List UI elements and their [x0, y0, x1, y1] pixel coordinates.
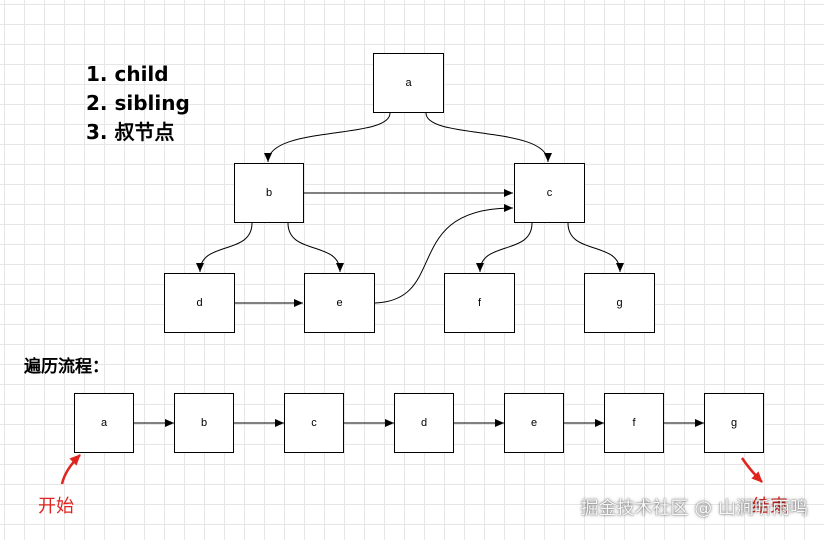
- seq-node-3-label: c: [311, 417, 317, 429]
- seq-node-3: c: [284, 393, 344, 453]
- seq-node-6: f: [604, 393, 664, 453]
- tree-node-e-label: e: [336, 297, 343, 309]
- seq-node-4-label: d: [420, 417, 428, 429]
- edge-c-f: [476, 222, 533, 273]
- edge-e-c: [374, 204, 514, 304]
- edge-b-d: [196, 222, 253, 273]
- watermark: 掘金技术社区 @ 山涧听雨鸣: [580, 498, 808, 519]
- seq-node-4: d: [394, 393, 454, 453]
- tree-node-g: g: [584, 273, 655, 333]
- edge-a-b: [264, 112, 391, 163]
- start-label: 开始: [38, 496, 74, 517]
- seq-node-5-label: e: [530, 417, 538, 429]
- tree-node-e: e: [304, 273, 375, 333]
- tree-node-c-label: c: [546, 187, 553, 199]
- legend-item-child: 1. child: [86, 62, 169, 86]
- seq-node-7: g: [704, 393, 764, 453]
- tree-node-a: a: [373, 53, 444, 113]
- seq-node-1: a: [74, 393, 134, 453]
- legend-item-sibling: 2. sibling: [86, 91, 190, 115]
- end-arrow: [740, 457, 763, 483]
- tree-node-b: b: [234, 163, 304, 223]
- tree-node-c: c: [514, 163, 585, 223]
- seq-node-1-label: a: [100, 417, 108, 429]
- tree-node-d-label: d: [196, 297, 203, 309]
- edge-b-e: [287, 222, 344, 273]
- legend-item-uncle: 3. 叔节点: [86, 120, 175, 144]
- seq-node-6-label: f: [632, 417, 636, 429]
- seq-node-2-label: b: [200, 417, 208, 429]
- tree-node-b-label: b: [265, 187, 273, 199]
- tree-node-f-label: f: [477, 297, 482, 309]
- traversal-title: 遍历流程：: [24, 357, 109, 377]
- end-label: 结束: [752, 496, 788, 517]
- tree-node-f: f: [444, 273, 515, 333]
- seq-node-2: b: [174, 393, 234, 453]
- edge-a-c: [425, 112, 552, 163]
- tree-node-g-label: g: [616, 297, 623, 309]
- tree-node-d: d: [164, 273, 235, 333]
- legend: 1. child 2. sibling 3. 叔节点: [86, 60, 190, 147]
- seq-node-7-label: g: [730, 417, 738, 429]
- tree-node-a-label: a: [405, 77, 412, 89]
- start-arrow: [60, 454, 81, 485]
- edge-c-g: [567, 222, 624, 273]
- seq-node-5: e: [504, 393, 564, 453]
